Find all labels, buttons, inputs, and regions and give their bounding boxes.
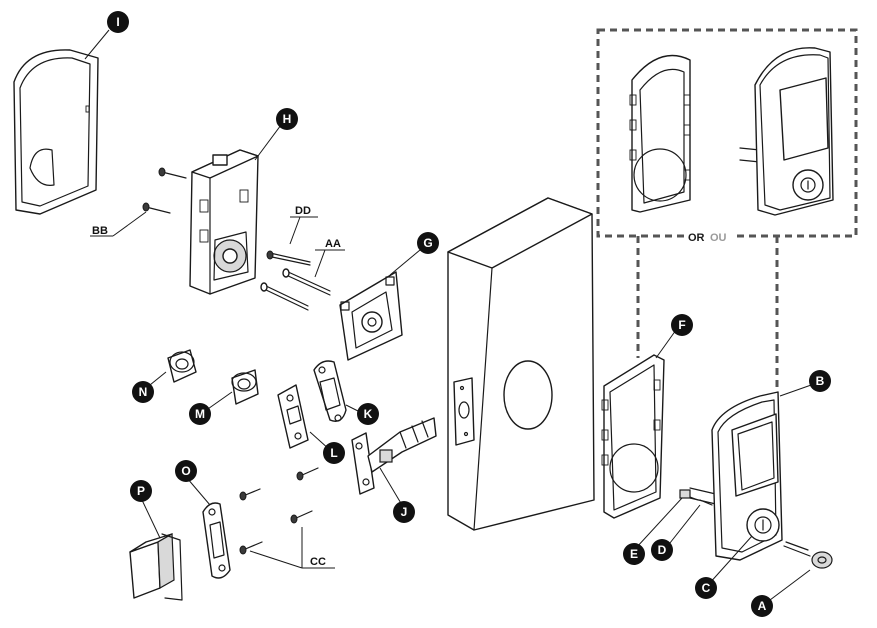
label-BB: BB xyxy=(92,225,108,237)
part-A-key xyxy=(783,541,833,569)
part-G-mounting-plate xyxy=(339,271,403,361)
part-N-bushing xyxy=(167,349,197,383)
callout-I-text: I xyxy=(116,15,119,29)
callout-M: M xyxy=(189,403,211,425)
leader-BB xyxy=(112,211,147,237)
callout-L: L xyxy=(323,442,345,464)
leader-C xyxy=(707,535,753,586)
part-DD-screw xyxy=(266,250,311,266)
part-J-latch-bolt xyxy=(351,417,437,495)
callout-K-text: K xyxy=(364,407,373,421)
label-DD: DD xyxy=(295,205,311,217)
leader-CC-a xyxy=(249,550,303,569)
callout-M-text: M xyxy=(195,407,205,421)
part-M-bushing xyxy=(231,369,259,405)
callout-J-text: J xyxy=(401,505,408,519)
alternative-gasket xyxy=(629,54,691,213)
part-H-interior-assembly xyxy=(189,149,259,295)
label-CC: CC xyxy=(310,556,326,568)
part-BB-screws xyxy=(142,167,187,214)
leader-B xyxy=(779,383,815,397)
callout-F-text: F xyxy=(678,318,685,332)
leader-F xyxy=(655,329,677,359)
callout-G: G xyxy=(417,232,439,254)
callout-I: I xyxy=(107,11,129,33)
callout-H-text: H xyxy=(283,112,292,126)
alternative-options-box: OR OU xyxy=(596,28,858,392)
callout-E: E xyxy=(623,543,645,565)
door-section xyxy=(447,197,595,531)
leader-M xyxy=(204,391,233,412)
part-B-exterior-keypad xyxy=(689,391,783,561)
callout-G-text: G xyxy=(423,236,432,250)
part-L-latch-faceplate xyxy=(277,384,309,449)
callout-J: J xyxy=(393,501,415,523)
callout-L-text: L xyxy=(330,446,337,460)
leader-I xyxy=(84,29,110,60)
part-E-D-cable-connectors xyxy=(679,489,713,506)
leader-J xyxy=(379,467,403,506)
leader-D xyxy=(665,504,701,549)
leader-E xyxy=(635,497,683,549)
or-label-en: OR xyxy=(688,232,705,244)
callout-O: O xyxy=(175,460,197,482)
callout-N-text: N xyxy=(139,385,148,399)
callout-P-text: P xyxy=(137,484,145,498)
part-F-gasket xyxy=(601,354,665,519)
callout-P: P xyxy=(130,480,152,502)
leader-O xyxy=(186,477,211,506)
callout-O-text: O xyxy=(181,464,190,478)
or-label-fr: OU xyxy=(710,232,727,244)
or-label-backdrop xyxy=(686,229,732,243)
callout-C-text: C xyxy=(702,581,711,595)
alternative-exterior-keypad xyxy=(739,47,834,216)
callout-A: A xyxy=(751,595,773,617)
part-O-strike-plate xyxy=(202,502,231,579)
leader-AA xyxy=(314,249,326,278)
part-P-strike-box xyxy=(129,532,183,601)
label-AA: AA xyxy=(325,238,341,250)
callout-A-text: A xyxy=(758,599,767,613)
callout-E-text: E xyxy=(630,547,638,561)
leader-A xyxy=(765,569,811,604)
leader-H xyxy=(254,124,282,161)
part-CC-screws xyxy=(239,467,319,555)
leader-DD xyxy=(289,216,301,245)
leader-P xyxy=(141,499,161,539)
part-I-interior-cover xyxy=(13,49,99,215)
callout-F: F xyxy=(671,314,693,336)
callout-D-text: D xyxy=(658,543,667,557)
callout-N: N xyxy=(132,381,154,403)
callout-H: H xyxy=(276,108,298,130)
part-K-deadbolt-plate xyxy=(313,360,347,422)
callout-C: C xyxy=(695,577,717,599)
callout-K: K xyxy=(357,403,379,425)
callout-B: B xyxy=(809,370,831,392)
part-AA-screws xyxy=(260,268,331,311)
callout-B-text: B xyxy=(816,374,825,388)
callout-D: D xyxy=(651,539,673,561)
